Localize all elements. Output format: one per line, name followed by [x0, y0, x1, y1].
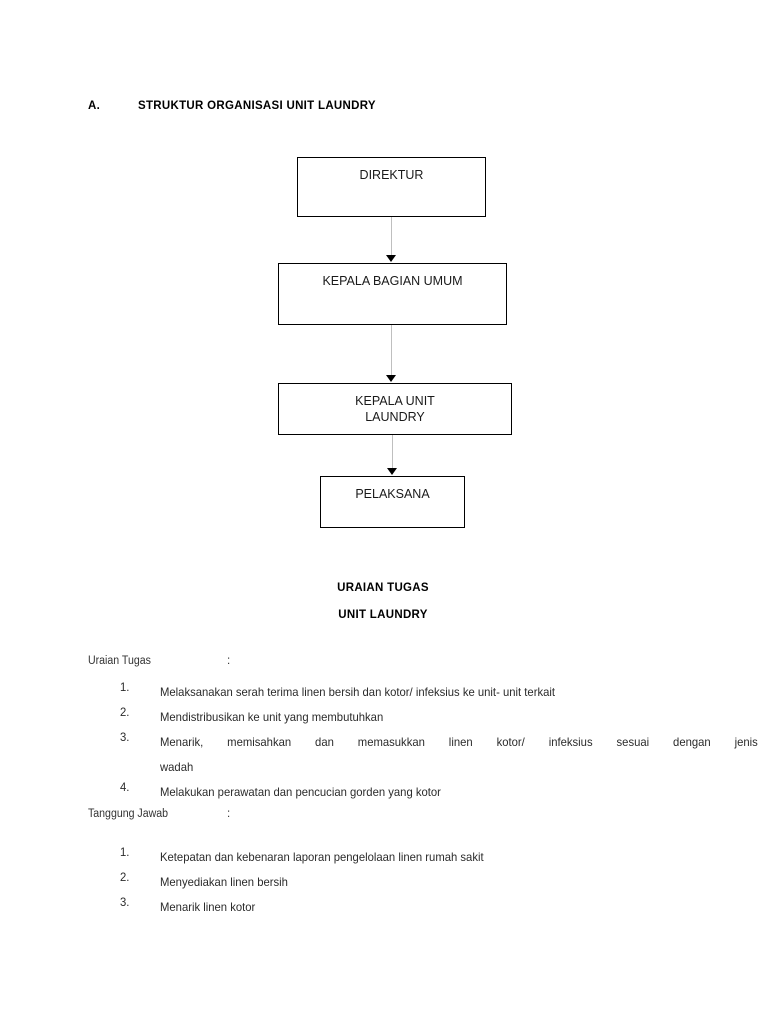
field-colon-uraian-tugas: :	[227, 655, 231, 667]
list-item-number: 2.	[120, 870, 130, 884]
list-item-text: Ketepatan dan kebenaran laporan pengelol…	[160, 850, 484, 864]
org-node-kepala-unit-laundry-label: KEPALA UNIT LAUNDRY	[355, 394, 435, 424]
document-title-line-2: UNIT LAUNDRY	[0, 609, 768, 621]
section-marker: A.	[88, 100, 101, 112]
arrow-down-icon	[386, 255, 396, 262]
list-item-text: Menyediakan linen bersih	[160, 875, 288, 889]
field-label-tanggung-jawab: Tanggung Jawab	[88, 808, 169, 820]
list-item-text: Menarik linen kotor	[160, 900, 256, 914]
org-node-direktur: DIREKTUR	[297, 157, 486, 217]
org-node-kepala-bagian-umum: KEPALA BAGIAN UMUM	[278, 263, 507, 325]
org-node-kepala-bagian-umum-label: KEPALA BAGIAN UMUM	[322, 274, 463, 288]
org-node-pelaksana: PELAKSANA	[320, 476, 465, 528]
list-item-text: Mendistribusikan ke unit yang membutuhka…	[160, 710, 384, 724]
list-item-text: wadah	[160, 760, 194, 774]
list-item-number: 1.	[120, 845, 130, 859]
field-colon-tanggung-jawab: :	[227, 808, 231, 820]
connector-kepala-unit-to-pelaksana	[392, 435, 393, 469]
list-item-number: 2.	[120, 705, 130, 719]
connector-kabag-to-kepala-unit	[391, 325, 392, 376]
list-item-number: 3.	[120, 730, 130, 744]
arrow-down-icon	[387, 468, 397, 475]
org-node-kepala-unit-laundry: KEPALA UNIT LAUNDRY	[278, 383, 512, 435]
org-node-pelaksana-label: PELAKSANA	[355, 487, 430, 501]
list-item-number: 4.	[120, 780, 130, 794]
document-title-line-2-text: UNIT LAUNDRY	[338, 609, 428, 621]
org-node-direktur-label: DIREKTUR	[359, 168, 424, 182]
section-title: STRUKTUR ORGANISASI UNIT LAUNDRY	[138, 100, 376, 112]
arrow-down-icon	[386, 375, 396, 382]
org-chart: DIREKTUR KEPALA BAGIAN UMUM KEPALA UNIT …	[278, 157, 512, 528]
list-item-text: Menarik, memisahkan dan memasukkan linen…	[160, 735, 758, 749]
list-item-text: Melakukan perawatan dan pencucian gorden…	[160, 785, 441, 799]
list-item-number: 3.	[120, 895, 130, 909]
document-title-line-1-text: URAIAN TUGAS	[337, 582, 429, 594]
connector-direktur-to-kabag	[391, 217, 392, 257]
list-item-number: 1.	[120, 680, 130, 694]
field-label-uraian-tugas: Uraian Tugas	[88, 655, 151, 667]
document-title-line-1: URAIAN TUGAS	[0, 582, 768, 594]
section-heading: A. STRUKTUR ORGANISASI UNIT LAUNDRY	[88, 100, 688, 112]
list-item-text: Melaksanakan serah terima linen bersih d…	[160, 685, 556, 699]
